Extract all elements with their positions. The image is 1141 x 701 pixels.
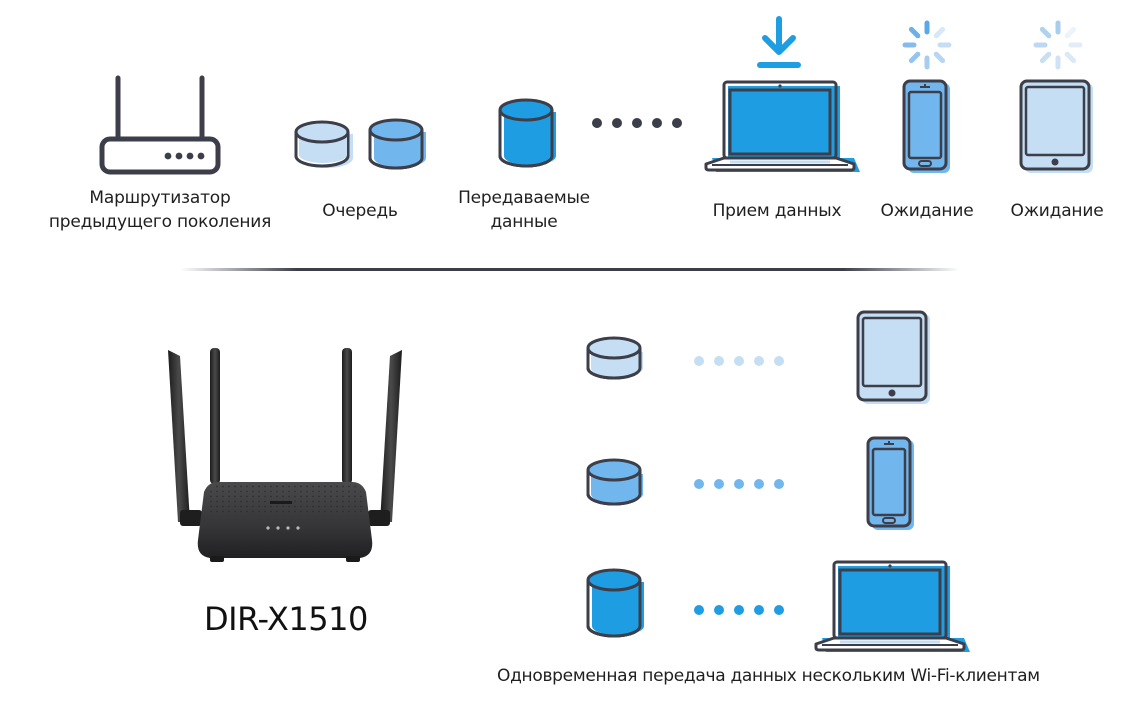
transfer-dot — [714, 605, 724, 615]
tablet-client-icon — [856, 310, 930, 404]
receiving-label: Прием данных — [712, 201, 842, 221]
transfer-dot — [774, 479, 784, 489]
simultaneous-transfer-caption: Одновременная передача данных нескольким… — [497, 666, 1040, 686]
transfer-dot — [774, 605, 784, 615]
transfer-dot — [694, 479, 704, 489]
transmitted-data-label-line2: данные — [490, 212, 558, 232]
loading-spinner-faint-icon — [1033, 20, 1083, 70]
legacy-router-label: Маршрутизатор — [60, 187, 260, 210]
transfer-dot — [672, 118, 682, 128]
waiting-label-tablet: Ожидание — [1010, 201, 1104, 221]
dir-x1510-router-image — [168, 348, 402, 562]
transfer-dot — [754, 479, 764, 489]
transfer-dot — [734, 479, 744, 489]
transfer-dot — [774, 356, 784, 366]
laptop-receiving-icon — [704, 80, 860, 172]
queue-cylinder-light-icon — [294, 120, 353, 168]
client-queue-mid-icon — [586, 458, 643, 506]
transfer-dot — [754, 605, 764, 615]
laptop-client-icon — [814, 560, 970, 652]
waiting-label-phone: Ожидание — [880, 201, 974, 221]
transmitted-data-label-line1: Передаваемые — [458, 188, 590, 208]
section-divider — [180, 268, 960, 271]
transmitted-data-cylinder-icon — [498, 98, 556, 168]
smartphone-waiting-icon — [902, 79, 950, 173]
queue-label: Очередь — [322, 201, 398, 221]
transfer-dot — [694, 356, 704, 366]
tablet-waiting-icon — [1019, 79, 1093, 173]
download-arrow-icon — [757, 16, 801, 68]
loading-spinner-icon — [902, 20, 952, 70]
transfer-dots-light — [694, 356, 784, 366]
transfer-dot — [592, 118, 602, 128]
legacy-router-icon — [99, 75, 221, 175]
transfer-dots-mid — [694, 479, 784, 489]
legacy-router-label-2: предыдущего поколения — [30, 211, 290, 234]
transfer-dot — [652, 118, 662, 128]
queue-cylinder-mid-icon — [368, 118, 426, 170]
model-name: DIR-X1510 — [204, 600, 368, 638]
transfer-dot — [734, 356, 744, 366]
transfer-dot — [734, 605, 744, 615]
legacy-router-label-line1: Маршрутизатор — [89, 188, 231, 208]
transfer-dot — [632, 118, 642, 128]
transfer-dots-dark-blue — [694, 605, 784, 615]
transfer-dot — [754, 356, 764, 366]
transfer-dots-dark — [592, 118, 682, 128]
client-queue-dark-icon — [586, 568, 644, 638]
transfer-dot — [694, 605, 704, 615]
smartphone-client-icon — [866, 436, 914, 530]
transfer-dot — [612, 118, 622, 128]
transfer-dot — [714, 479, 724, 489]
transfer-dot — [714, 356, 724, 366]
legacy-router-label-line2: предыдущего поколения — [48, 212, 272, 232]
client-queue-light-icon — [586, 336, 643, 380]
